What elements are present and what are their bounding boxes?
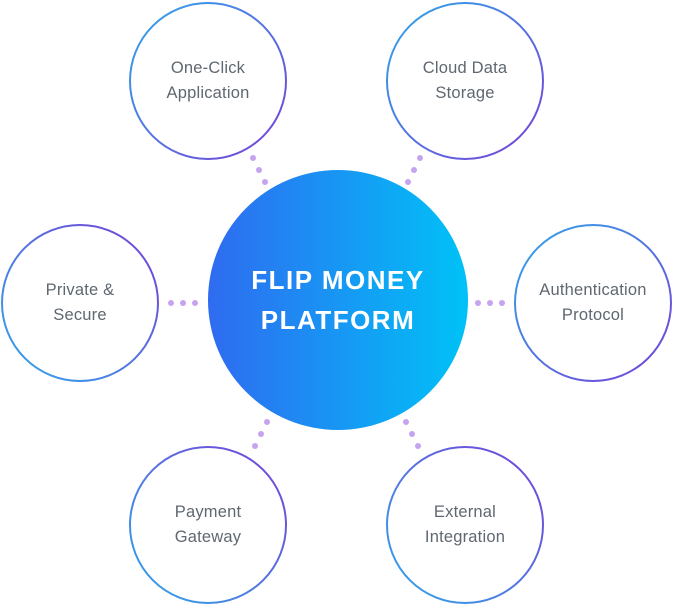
node-label-line2: Storage [435,84,495,102]
node-label-line2: Gateway [174,528,242,546]
node-payment-gateway: Payment Gateway [133,450,283,600]
connector-one-click [250,155,268,185]
node-label-line1: External [433,503,497,521]
node-label-line2: Application [166,84,250,102]
node-label-line1: Authentication [539,281,647,299]
node-label-line2: Integration [424,528,506,546]
hub-circle [208,170,468,430]
connector-cloud-data [405,155,423,185]
ring-cloud-data [386,2,544,160]
node-label-line1: Cloud Data [422,59,508,77]
connector-external-integration [403,419,421,449]
hub-title-line2: PLATFORM [260,305,416,335]
connector-payment-gateway [252,419,270,449]
ring-payment-gateway [129,446,287,604]
ring-private-secure [1,224,159,382]
ring-one-click [129,2,287,160]
node-label-line1: One-Click [170,59,246,77]
node-label-line2: Secure [53,306,107,324]
node-cloud-data-storage: Cloud Data Storage [390,6,540,156]
hub-label: FLIP MONEY PLATFORM [208,170,468,430]
node-private-secure: Private & Secure [5,228,155,378]
hub-title-line1: FLIP MONEY [251,265,425,295]
node-authentication-protocol: Authentication Protocol [518,228,668,378]
node-external-integration: External Integration [390,450,540,600]
connector-authentication [475,300,505,306]
ring-external-integration [386,446,544,604]
connector-private-secure [168,300,198,306]
ring-authentication [514,224,672,382]
node-label-line1: Payment [174,503,242,521]
node-one-click-application: One-Click Application [133,6,283,156]
node-label-line1: Private & [45,281,115,299]
node-label-line2: Protocol [561,306,625,324]
